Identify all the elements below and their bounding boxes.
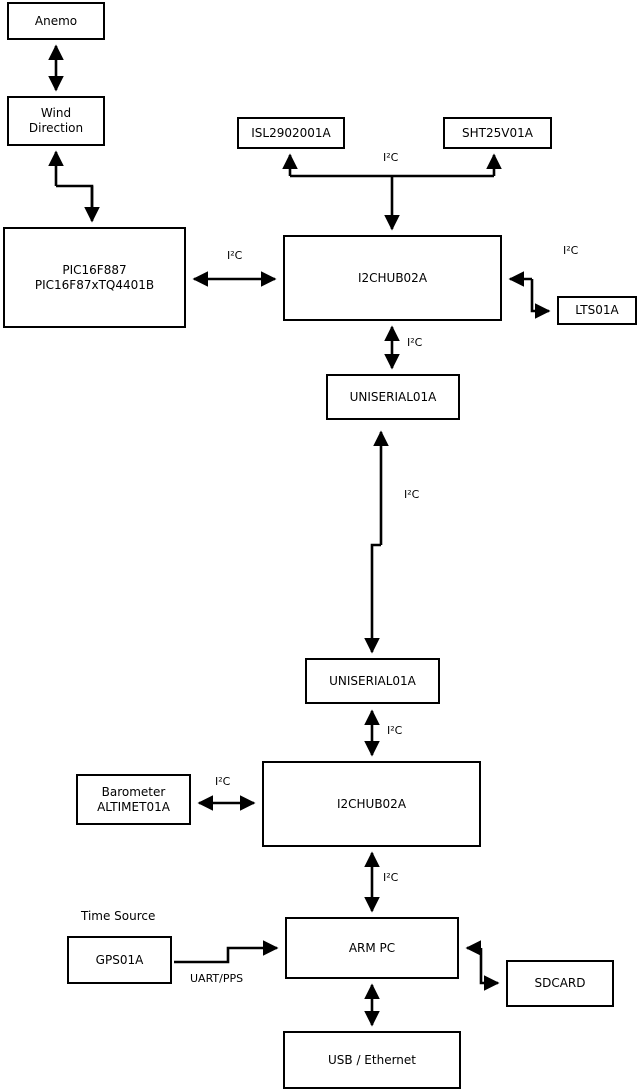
node-barometer-altimet01a[interactable]: Barometer ALTIMET01A	[76, 774, 191, 825]
edge-armpc-sdcard-elbow	[479, 948, 500, 991]
edge-label-i2c-uniserial-lower-hub: I²C	[387, 724, 403, 737]
node-i2chub02a-top[interactable]: I2CHUB02A	[283, 235, 502, 321]
node-usb-ethernet[interactable]: USB / Ethernet	[283, 1031, 461, 1089]
node-uniserial01a-lower-label: UNISERIAL01A	[329, 673, 416, 688]
edge-label-i2c-hub-armpc: I²C	[383, 871, 399, 884]
edge-label-i2c-barometer-hub: I²C	[215, 775, 231, 788]
node-i2chub02a-bottom[interactable]: I2CHUB02A	[262, 761, 481, 847]
node-gps01a-label: GPS01A	[95, 952, 144, 967]
node-pic-mcu-label: PIC16F887 PIC16F87xTQ4401B	[34, 262, 155, 292]
edge-label-i2c-hub-lts: I²C	[563, 244, 579, 257]
node-isl2902001a-label: ISL2902001A	[251, 125, 331, 140]
node-usb-ethernet-label: USB / Ethernet	[328, 1052, 416, 1067]
node-anemo[interactable]: Anemo	[7, 2, 105, 40]
edge-label-uart-pps: UART/PPS	[190, 972, 244, 985]
edge-uniserial-link-elbow	[364, 543, 381, 654]
edge-label-i2c-pic-hub: I²C	[227, 249, 243, 262]
node-gps01a[interactable]: GPS01A	[67, 936, 172, 984]
node-lts01a-label: LTS01A	[575, 303, 619, 317]
node-wind-direction-label: Wind Direction	[28, 106, 84, 135]
node-sht25v01a-label: SHT25V01A	[462, 125, 533, 140]
node-sht25v01a[interactable]: SHT25V01A	[443, 117, 552, 149]
node-lts01a[interactable]: LTS01A	[557, 296, 637, 325]
edge-wind-pic-elbow	[56, 184, 94, 215]
node-i2chub02a-bottom-label: I2CHUB02A	[336, 796, 407, 811]
node-barometer-altimet01a-label: Barometer ALTIMET01A	[97, 784, 170, 814]
label-time-source: Time Source	[81, 909, 156, 923]
node-i2chub02a-top-label: I2CHUB02A	[357, 270, 428, 285]
edge-hub-top-lts-elbow	[530, 279, 551, 319]
node-isl2902001a[interactable]: ISL2902001A	[237, 117, 345, 149]
edge-label-i2c-hub-uniserial-upper: I²C	[407, 336, 423, 349]
node-pic-mcu[interactable]: PIC16F887 PIC16F87xTQ4401B	[3, 227, 186, 328]
edge-gps-armpc	[174, 940, 279, 964]
node-sdcard-label: SDCARD	[534, 976, 586, 990]
node-arm-pc[interactable]: ARM PC	[285, 917, 459, 979]
node-uniserial01a-lower[interactable]: UNISERIAL01A	[305, 658, 440, 704]
node-anemo-label: Anemo	[34, 13, 78, 28]
edge-label-i2c-top-bus: I²C	[383, 151, 399, 164]
node-wind-direction[interactable]: Wind Direction	[7, 96, 105, 146]
node-uniserial01a-upper-label: UNISERIAL01A	[349, 389, 437, 404]
edge-label-i2c-uniserial-link: I²C	[404, 488, 420, 501]
node-arm-pc-label: ARM PC	[348, 940, 396, 955]
node-uniserial01a-upper[interactable]: UNISERIAL01A	[326, 374, 460, 420]
node-sdcard[interactable]: SDCARD	[506, 960, 614, 1007]
